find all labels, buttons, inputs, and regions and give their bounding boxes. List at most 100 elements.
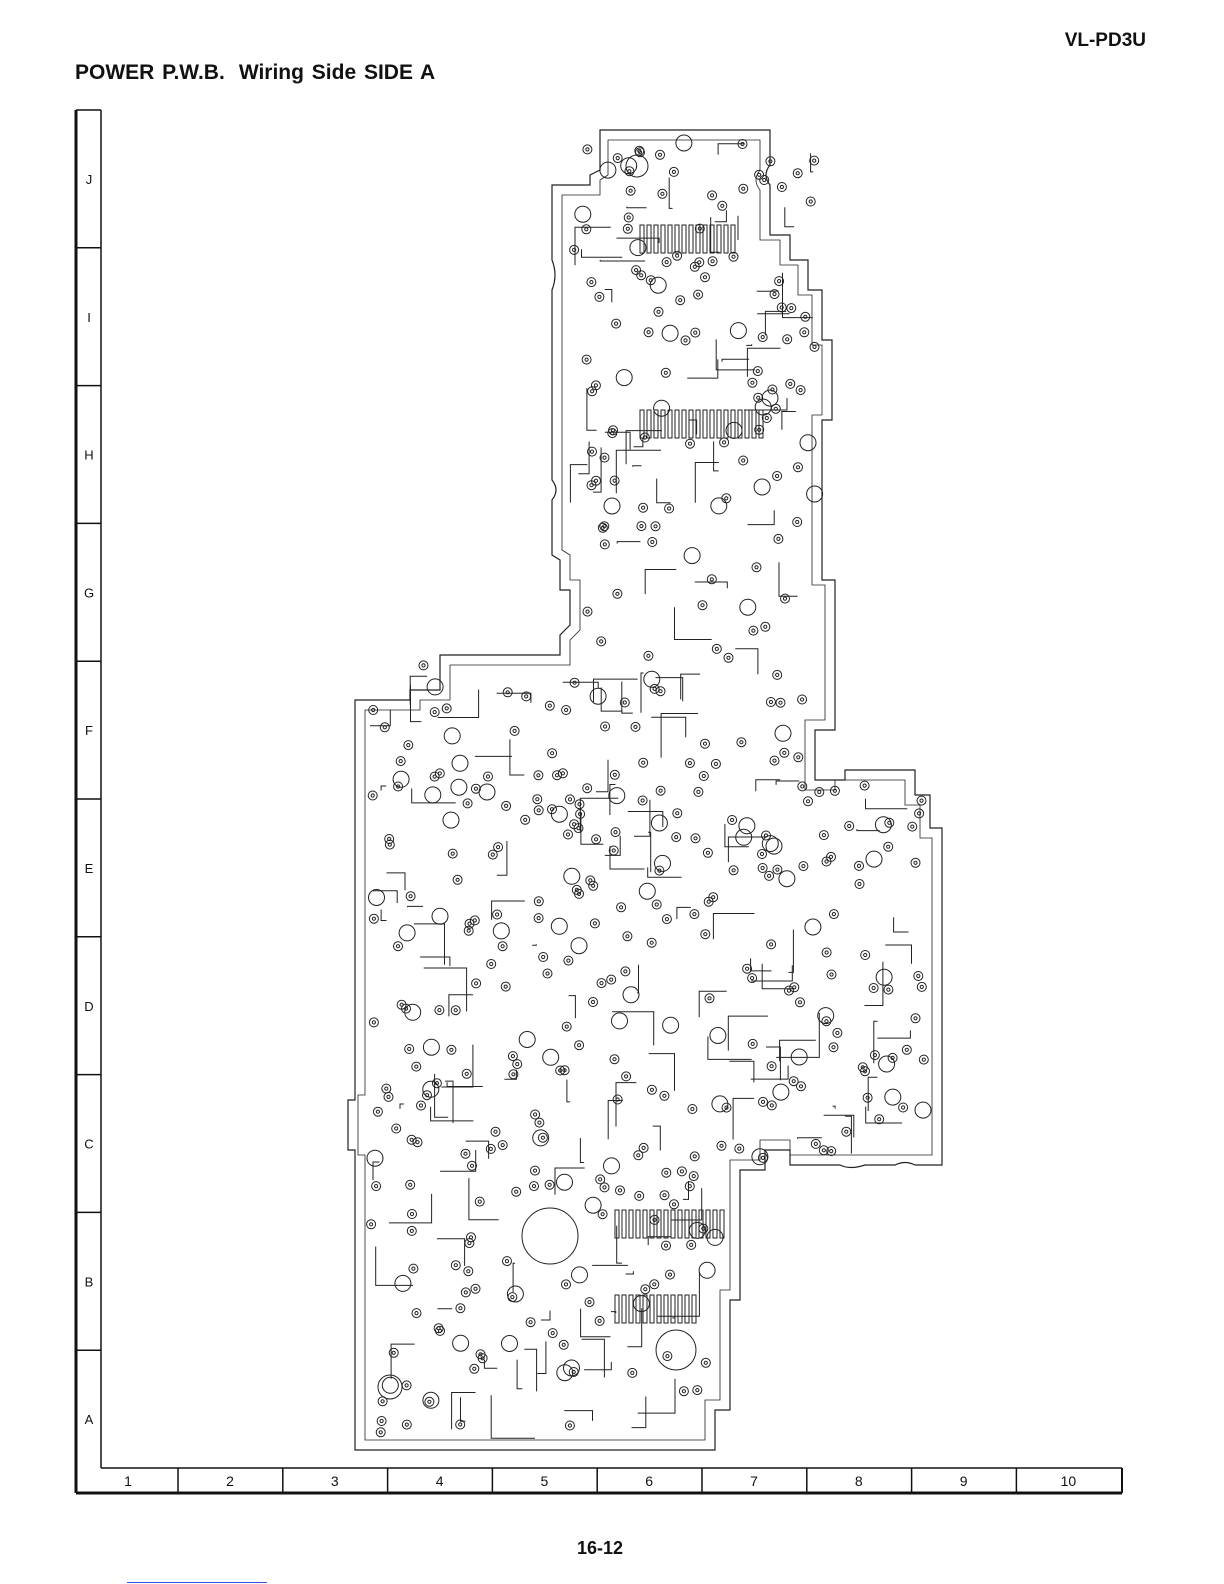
pad-hole xyxy=(537,917,540,920)
column-label-4: 4 xyxy=(436,1473,444,1489)
solder-pad xyxy=(690,910,699,919)
solder-pad xyxy=(656,786,665,795)
trace xyxy=(570,465,587,503)
solder-pad xyxy=(810,342,819,351)
pad-hole xyxy=(551,752,554,755)
solder-pad xyxy=(548,1329,557,1338)
pad-hole xyxy=(796,172,799,175)
row-label-g: G xyxy=(84,585,94,600)
ic-pin xyxy=(668,225,672,253)
pad-hole xyxy=(478,1200,481,1203)
pad-hole xyxy=(770,1104,773,1107)
trace xyxy=(584,1362,611,1370)
solder-pad xyxy=(793,518,802,527)
solder-pad xyxy=(845,822,854,831)
pad-hole xyxy=(465,1072,468,1075)
pad-hole xyxy=(616,592,619,595)
pad-hole xyxy=(375,1185,378,1188)
ic-pin xyxy=(710,410,714,438)
pad-hole xyxy=(848,824,851,827)
pad-hole xyxy=(761,866,764,869)
pad-hole xyxy=(381,1400,384,1403)
trace xyxy=(651,717,686,737)
trace xyxy=(729,1061,754,1082)
ic-pin xyxy=(629,1295,633,1323)
trace xyxy=(605,290,612,303)
solder-pad xyxy=(681,336,690,345)
solder-pad xyxy=(465,1239,474,1248)
solder-pad xyxy=(794,753,803,762)
solder-pad xyxy=(917,982,926,991)
trace xyxy=(617,542,640,544)
pad-hole xyxy=(538,1121,541,1124)
solder-pad xyxy=(382,1377,398,1393)
solder-pad xyxy=(435,1006,444,1015)
solder-pad xyxy=(693,1386,702,1395)
pad-hole xyxy=(751,381,754,384)
pad-hole xyxy=(588,1301,591,1304)
solder-pad xyxy=(609,846,618,855)
solder-pad xyxy=(774,534,783,543)
pad-hole xyxy=(693,913,696,916)
pad-hole xyxy=(809,200,812,203)
pad-hole xyxy=(637,1154,640,1157)
pad-hole xyxy=(666,1355,669,1358)
solder-pad xyxy=(628,1368,637,1377)
solder-pad xyxy=(571,938,587,954)
pad-hole xyxy=(778,280,781,283)
solder-pad xyxy=(705,994,714,1003)
pad-hole xyxy=(644,1288,647,1291)
pad-hole xyxy=(668,1273,671,1276)
solder-pad xyxy=(491,1127,500,1136)
pad-hole xyxy=(796,520,799,523)
pad-hole xyxy=(761,1100,764,1103)
trace xyxy=(885,945,911,964)
row-label-j: J xyxy=(86,172,93,187)
solder-pad xyxy=(613,154,622,163)
pad-hole xyxy=(761,1156,764,1159)
pad-hole xyxy=(445,707,448,710)
solder-pad xyxy=(662,1168,671,1177)
solder-pad xyxy=(545,1180,554,1189)
trace xyxy=(675,607,712,639)
pad-hole xyxy=(388,843,391,846)
solder-pad xyxy=(498,1141,507,1150)
solder-pad xyxy=(583,145,592,154)
pad-hole xyxy=(516,1063,519,1066)
pad-hole xyxy=(710,578,713,581)
pad-hole xyxy=(566,833,569,836)
grid-frame xyxy=(76,110,1122,1493)
solder-pad xyxy=(612,1013,628,1029)
pad-hole xyxy=(664,371,667,374)
pad-hole xyxy=(664,1244,667,1247)
solder-pad xyxy=(737,738,746,747)
solder-pad xyxy=(670,1200,679,1209)
trace xyxy=(617,238,660,243)
pad-hole xyxy=(586,787,589,790)
solder-pad xyxy=(453,875,462,884)
ic-pin xyxy=(682,410,686,438)
pad-hole xyxy=(679,299,682,302)
solder-pad xyxy=(566,795,575,804)
pad-hole xyxy=(635,269,638,272)
pad-hole xyxy=(578,803,581,806)
solder-pad xyxy=(644,328,653,337)
solder-pad xyxy=(533,795,542,804)
solder-pad xyxy=(728,816,737,825)
solder-pad xyxy=(866,851,882,867)
pad-hole xyxy=(704,933,707,936)
solder-pad xyxy=(829,910,838,919)
solder-pad xyxy=(917,796,926,805)
pad-hole xyxy=(564,1283,567,1286)
pad-hole xyxy=(647,331,650,334)
pad-hole xyxy=(676,254,679,257)
ic-pin xyxy=(689,225,693,253)
solder-pad xyxy=(663,1017,679,1033)
solder-pad xyxy=(767,1062,776,1071)
pad-hole xyxy=(501,1144,504,1147)
solder-pad xyxy=(564,868,580,884)
pad-hole xyxy=(511,1296,514,1299)
pad-hole xyxy=(776,673,779,676)
pad-hole xyxy=(625,1075,628,1078)
